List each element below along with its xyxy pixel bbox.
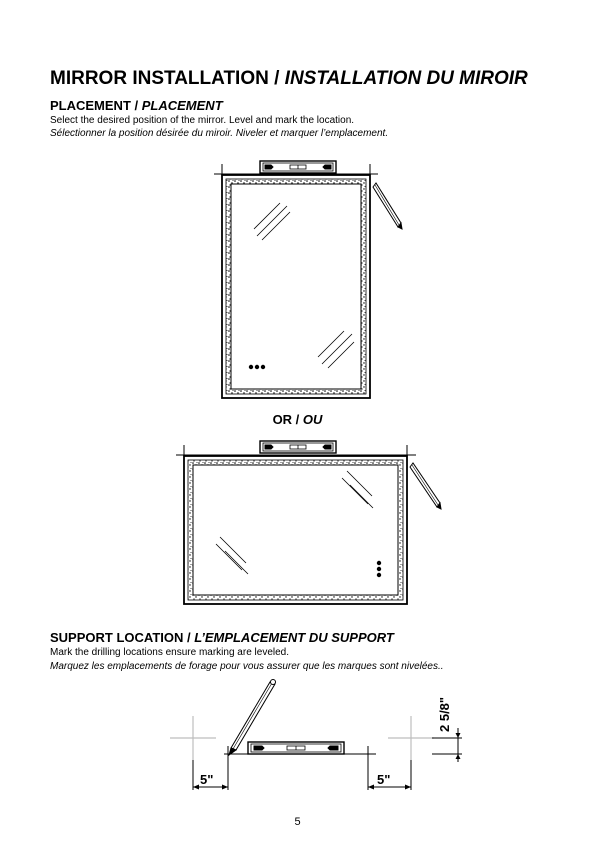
vertical-mirror-frame: [221, 174, 371, 399]
or-label: OR / OU: [0, 412, 595, 427]
placement-heading-en: PLACEMENT /: [50, 98, 139, 113]
spirit-level-icon-horizontal: [259, 440, 337, 454]
right-offset-label: 5": [377, 772, 391, 787]
or-label-fr: OU: [302, 412, 323, 427]
support-heading-en: SUPPORT LOCATION /: [50, 630, 191, 645]
height-offset-label: 2 5/8": [437, 696, 452, 732]
left-offset-label: 5": [200, 772, 214, 787]
dimension-arrows: [193, 733, 461, 790]
pencil-icon-support: [228, 679, 276, 757]
spirit-level-icon-support: [247, 741, 345, 755]
horizontal-mirror-frame: [183, 455, 408, 605]
pencil-icon-horizontal: [409, 462, 442, 510]
support-heading-fr: L’EMPLACEMENT DU SUPPORT: [194, 630, 394, 645]
or-label-en: OR /: [272, 412, 300, 427]
placement-text-en: Select the desired position of the mirro…: [50, 115, 355, 126]
spirit-level-icon: [259, 160, 337, 174]
support-text-fr: Marquez les emplacements de forage pour …: [50, 661, 444, 672]
placement-text-fr: Sélectionner la position désirée du miro…: [50, 128, 389, 139]
page-title-en: MIRROR INSTALLATION /: [50, 68, 280, 89]
page-title-fr: INSTALLATION DU MIROIR: [284, 68, 528, 89]
page-title: MIRROR INSTALLATION / INSTALLATION DU MI…: [50, 68, 528, 90]
pencil-icon: [372, 182, 403, 230]
mirror-reflection-lines: [253, 202, 355, 369]
mirror-reflection-lines-horizontal: [215, 470, 374, 575]
placement-heading: PLACEMENT / PLACEMENT: [50, 98, 223, 113]
placement-heading-fr: PLACEMENT: [141, 98, 223, 113]
baseline-marks: [192, 728, 462, 790]
support-text-en: Mark the drilling locations ensure marki…: [50, 647, 290, 658]
drill-crosshairs: [170, 716, 434, 760]
touch-sensor-dots-icon: [248, 364, 266, 370]
page-number: 5: [294, 816, 301, 828]
touch-sensor-dots-icon-horizontal: [376, 560, 382, 578]
support-heading: SUPPORT LOCATION / L’EMPLACEMENT DU SUPP…: [50, 630, 394, 645]
